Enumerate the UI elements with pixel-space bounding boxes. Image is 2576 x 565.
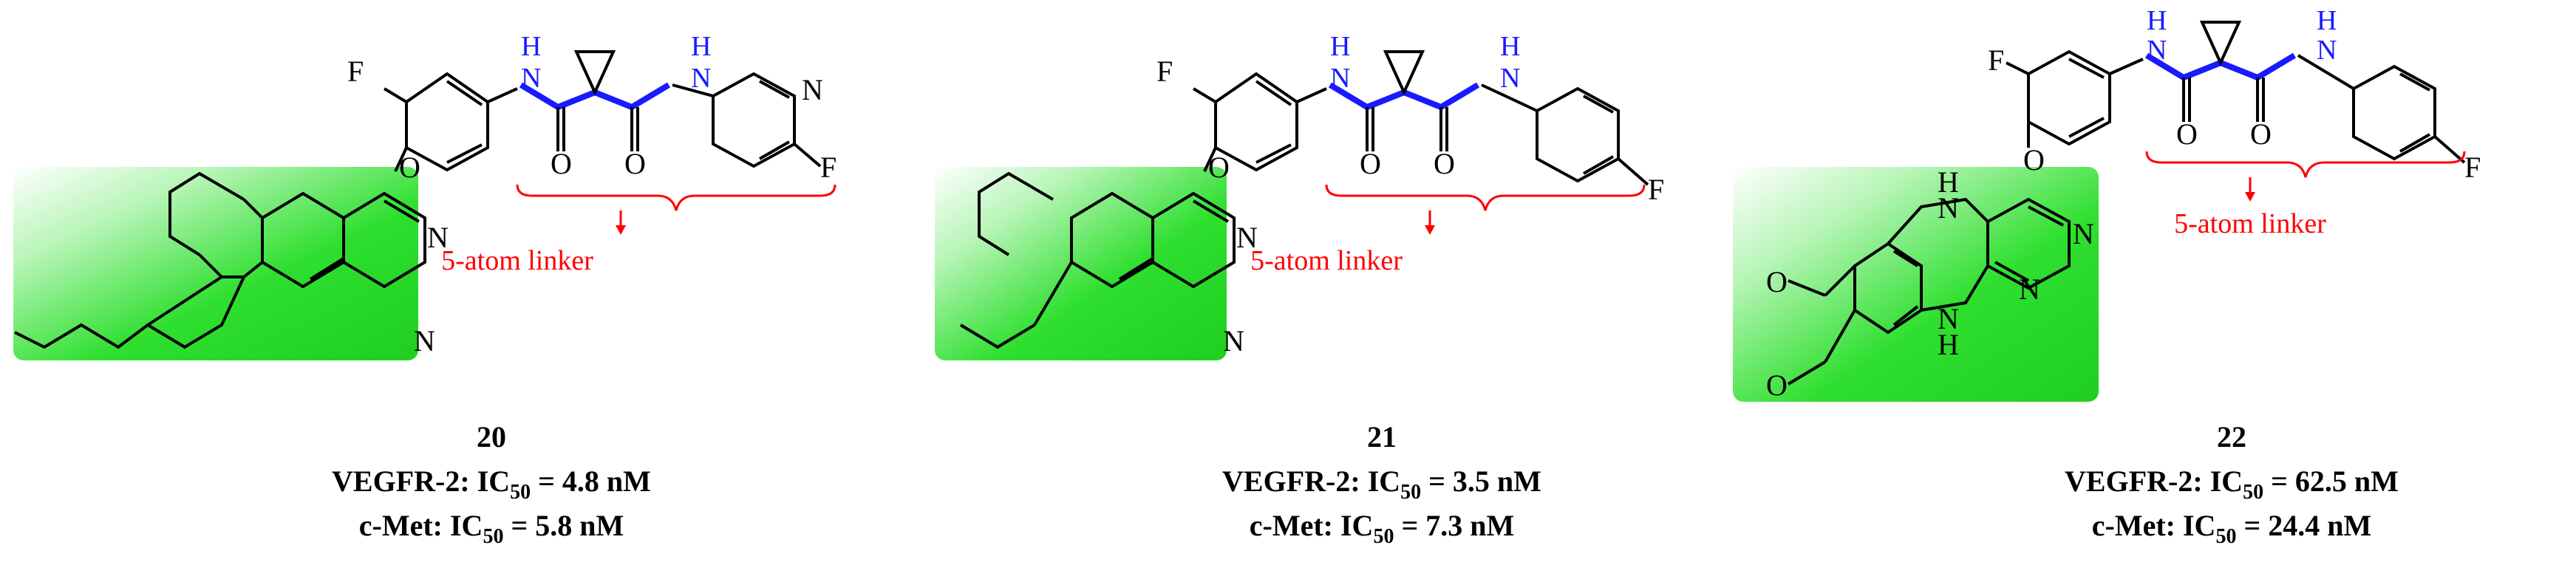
compound-21-nh-n: N <box>1330 63 1350 94</box>
compound-22-atom-n: N <box>2073 217 2094 250</box>
compound-22-nh-top-n: N <box>1938 191 1959 225</box>
compound-21-atom-o: O <box>1208 151 1230 184</box>
compound-20-atom-o3: O <box>624 147 646 180</box>
compound-22-atom-o: O <box>2023 143 2045 177</box>
compound-22-nh2-n: N <box>2317 35 2337 66</box>
compound-20-nh2-h: H <box>691 31 711 62</box>
compound-21-nh-h: H <box>1330 31 1350 62</box>
compound-22-cmet: c-Met: IC50 = 24.4 nM <box>2092 509 2371 548</box>
compound-22-nh-bot-n: N <box>1938 302 1959 335</box>
compound-22-vegfr: VEGFR-2: IC50 = 62.5 nM <box>2065 465 2399 504</box>
compound-20-linker-bonds <box>519 82 671 110</box>
compound-21-structure <box>935 50 1649 360</box>
compound-22-methoxy-o2: O <box>1766 369 1788 402</box>
compound-22-nh2-h: H <box>2317 5 2337 36</box>
compound-20-nh-h: H <box>521 31 541 62</box>
compound-20-atom-n2: N <box>414 324 435 357</box>
compound-21-atom-n: N <box>1236 221 1258 254</box>
compound-22-nh-h: H <box>2147 5 2167 36</box>
compound-20-atom-pyridine-n: N <box>802 73 823 106</box>
compound-21-atom-o3: O <box>1434 147 1455 180</box>
compound-20-atom-n: N <box>427 221 449 254</box>
compound-20-atom-f: F <box>347 55 364 88</box>
compound-20-nh-n: N <box>521 63 541 94</box>
compound-22-nh-top-h: H <box>1938 165 1959 199</box>
compound-21-atom-f2: F <box>1648 173 1664 206</box>
compound-20-atom-f2: F <box>820 151 836 184</box>
compound-20-atom-o: O <box>399 151 420 184</box>
compound-22-methoxy-o1: O <box>1766 265 1788 298</box>
compound-21-atom-o2: O <box>1360 147 1381 180</box>
compound-20-cmet: c-Met: IC50 = 5.8 nM <box>359 509 624 548</box>
compound-20-nh2-n: N <box>691 63 711 94</box>
compound-21-atom-n2: N <box>1223 324 1244 357</box>
compound-22-nh-n: N <box>2147 35 2167 66</box>
compound-20-linker-label: 5-atom linker <box>441 245 593 276</box>
compound-22-atom-f: F <box>1988 44 2004 77</box>
compound-22-atom-n2: N <box>2019 273 2040 306</box>
compound-20-quinazoline-highlight <box>13 167 418 360</box>
compound-20-id: 20 <box>477 420 506 453</box>
compound-21-atom-f: F <box>1156 55 1173 88</box>
compound-20-atom-o2: O <box>551 147 572 180</box>
compound-21-quinazoline-highlight <box>935 167 1227 360</box>
compound-21-cmet: c-Met: IC50 = 7.3 nM <box>1250 509 1514 548</box>
compound-22-atom-o2: O <box>2176 117 2198 151</box>
compound-22-linker-label: 5-atom linker <box>2174 208 2326 239</box>
compound-21-vegfr: VEGFR-2: IC50 = 3.5 nM <box>1222 465 1541 504</box>
compound-20-bonds <box>14 72 518 349</box>
compound-22-atom-o3: O <box>2250 117 2272 151</box>
compound-22-atom-f2: F <box>2464 151 2481 184</box>
compound-22-id: 22 <box>2217 420 2246 453</box>
compound-21-nh2-n: N <box>1500 63 1520 94</box>
compound-22-diazepine-highlight <box>1733 167 2099 402</box>
compound-20-vegfr: VEGFR-2: IC50 = 4.8 nM <box>332 465 651 504</box>
compound-21-id: 21 <box>1367 420 1397 453</box>
compound-21-nh2-h: H <box>1500 31 1520 62</box>
compound-21-linker-label: 5-atom linker <box>1250 245 1403 276</box>
compound-22-nh-bot-h: H <box>1938 328 1959 361</box>
compound-20-structure <box>13 50 836 360</box>
compound-22-structure <box>1733 21 2466 402</box>
